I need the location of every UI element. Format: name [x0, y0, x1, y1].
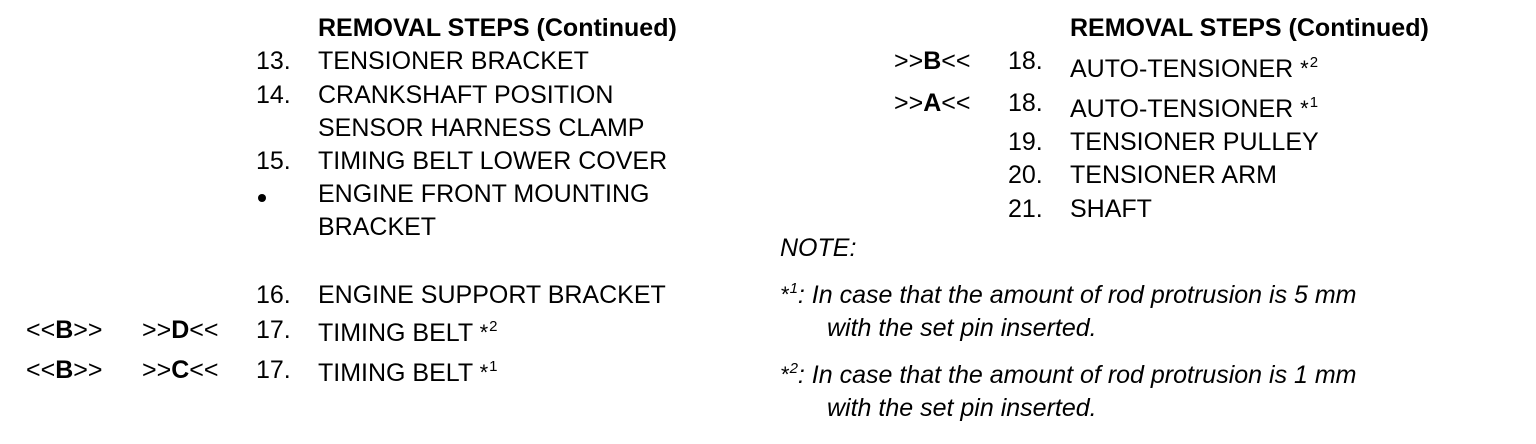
step-label-bracket: BRACKET — [318, 213, 437, 241]
step-label-timing-belt: TIMING BELT *1 — [318, 358, 498, 387]
step-number-21: 21. — [1008, 195, 1043, 223]
removal-ref-b: >>B<< — [894, 47, 971, 75]
note-entry-2: *2: In case that the amount of rod protr… — [780, 360, 1357, 389]
step-number-18: 18. — [1008, 89, 1043, 117]
step-number-17: 17. — [256, 356, 291, 384]
step-label-shaft: SHAFT — [1070, 195, 1152, 223]
step-label-tensioner-pulley: TENSIONER PULLEY — [1070, 128, 1319, 156]
step-number-19: 19. — [1008, 128, 1043, 156]
note-entry-1-continuation: with the set pin inserted. — [827, 314, 1097, 342]
step-label-engine-support-bracket: ENGINE SUPPORT BRACKET — [318, 281, 666, 309]
step-label-engine-front-mounting: ENGINE FRONT MOUNTING — [318, 180, 650, 208]
removal-ref-a: >>A<< — [894, 89, 971, 117]
step-label-sensor-harness-clamp: SENSOR HARNESS CLAMP — [318, 114, 645, 142]
step-label-auto-tensioner: AUTO-TENSIONER *1 — [1070, 94, 1319, 123]
step-number-16: 16. — [256, 281, 291, 309]
step-number-18: 18. — [1008, 47, 1043, 75]
step-label-auto-tensioner: AUTO-TENSIONER *2 — [1070, 54, 1319, 83]
installation-ref-b: <<B>> — [26, 316, 103, 344]
note-entry-2-continuation: with the set pin inserted. — [827, 394, 1097, 422]
step-number-14: 14. — [256, 81, 291, 109]
step-label-timing-belt: TIMING BELT *2 — [318, 318, 498, 347]
step-number-17: 17. — [256, 316, 291, 344]
note-title: NOTE: — [780, 234, 857, 262]
installation-ref-c: >>C<< — [142, 356, 219, 384]
step-label-tensioner-bracket: TENSIONER BRACKET — [318, 47, 589, 75]
note-entry-1: *1: In case that the amount of rod protr… — [780, 280, 1357, 309]
left-heading: REMOVAL STEPS (Continued) — [318, 14, 677, 42]
step-label-crankshaft-position: CRANKSHAFT POSITION — [318, 81, 614, 109]
installation-ref-b: <<B>> — [26, 356, 103, 384]
step-label-tensioner-arm: TENSIONER ARM — [1070, 161, 1277, 189]
bullet-icon — [258, 194, 266, 202]
step-number-13: 13. — [256, 47, 291, 75]
step-number-20: 20. — [1008, 161, 1043, 189]
step-label-timing-belt-lower-cover: TIMING BELT LOWER COVER — [318, 147, 668, 175]
installation-ref-d: >>D<< — [142, 316, 219, 344]
right-heading: REMOVAL STEPS (Continued) — [1070, 14, 1429, 42]
step-number-15: 15. — [256, 147, 291, 175]
